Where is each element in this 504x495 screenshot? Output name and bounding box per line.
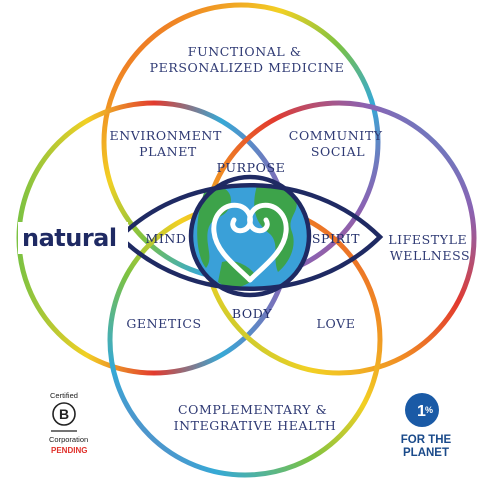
svg-text:PLANET: PLANET	[403, 447, 449, 459]
label-body: BODY	[232, 306, 272, 321]
one-percent-logo-icon: 1 % FOR THE PLANET	[401, 393, 452, 459]
label-genetics: GENETICS	[126, 316, 201, 331]
label-environment-planet: ENVIRONMENT PLANET	[109, 128, 226, 159]
label-love: LOVE	[317, 316, 356, 331]
label-community-social: COMMUNITY SOCIAL	[289, 128, 387, 159]
label-spirit: SPIRIT	[312, 231, 360, 246]
natural-logo-backdrop	[18, 222, 128, 254]
svg-text:Corporation: Corporation	[49, 435, 88, 444]
svg-text:FOR THE: FOR THE	[401, 434, 452, 446]
label-functional-medicine: FUNCTIONAL & PERSONALIZED MEDICINE	[150, 44, 345, 75]
label-complementary-integrative: COMPLEMENTARY & INTEGRATIVE HEALTH	[174, 402, 337, 433]
svg-text:Certified: Certified	[50, 391, 78, 400]
label-purpose: PURPOSE	[217, 160, 286, 175]
label-mind: MIND	[145, 231, 186, 246]
eye-outline	[116, 183, 384, 291]
label-lifestyle-wellness: LIFESTYLE WELLNESS	[388, 232, 472, 263]
svg-text:B: B	[59, 406, 69, 422]
natural-logo: natural	[22, 224, 117, 252]
svg-text:1: 1	[417, 403, 426, 420]
svg-text:PENDING: PENDING	[51, 446, 87, 455]
b-corp-logo-icon: Certified B Corporation PENDING	[49, 391, 88, 455]
spiral-heart-icon	[211, 202, 289, 283]
svg-text:%: %	[425, 405, 433, 415]
iris-ring	[188, 174, 312, 298]
